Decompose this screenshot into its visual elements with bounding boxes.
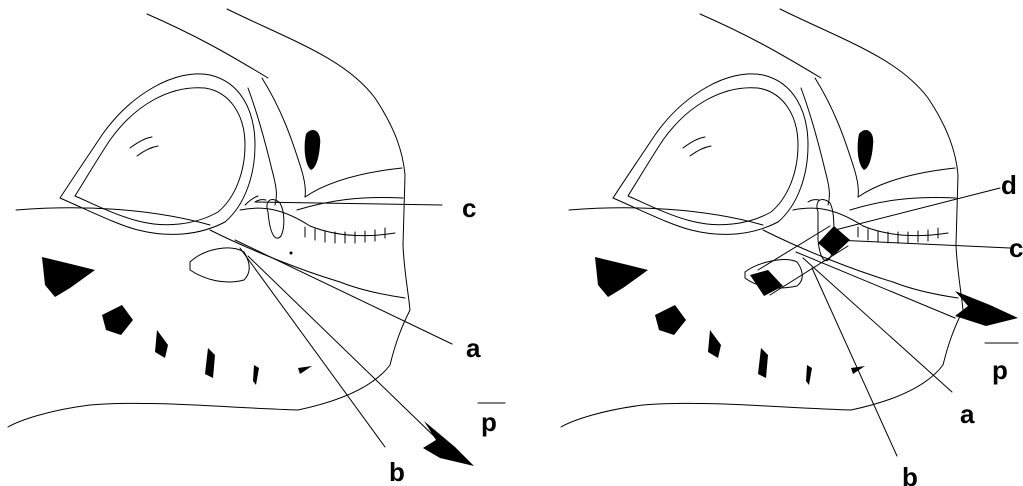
right-label-b: b (902, 462, 918, 486)
right-label-p: p (992, 355, 1008, 385)
left-label-c: c (462, 193, 476, 223)
left-label-a: a (466, 333, 481, 363)
left-label-p: p (481, 407, 497, 437)
left-panel: c a p b (8, 9, 505, 486)
right-label-a: a (960, 399, 975, 429)
right-label-d: d (1001, 170, 1017, 200)
left-leader-lines (235, 202, 505, 447)
left-label-b: b (389, 457, 405, 486)
right-label-c: c (1009, 233, 1023, 263)
right-labels: d c p a b (902, 170, 1023, 486)
right-panel: d c p a b (561, 9, 1023, 486)
left-dark-marks (42, 130, 474, 466)
